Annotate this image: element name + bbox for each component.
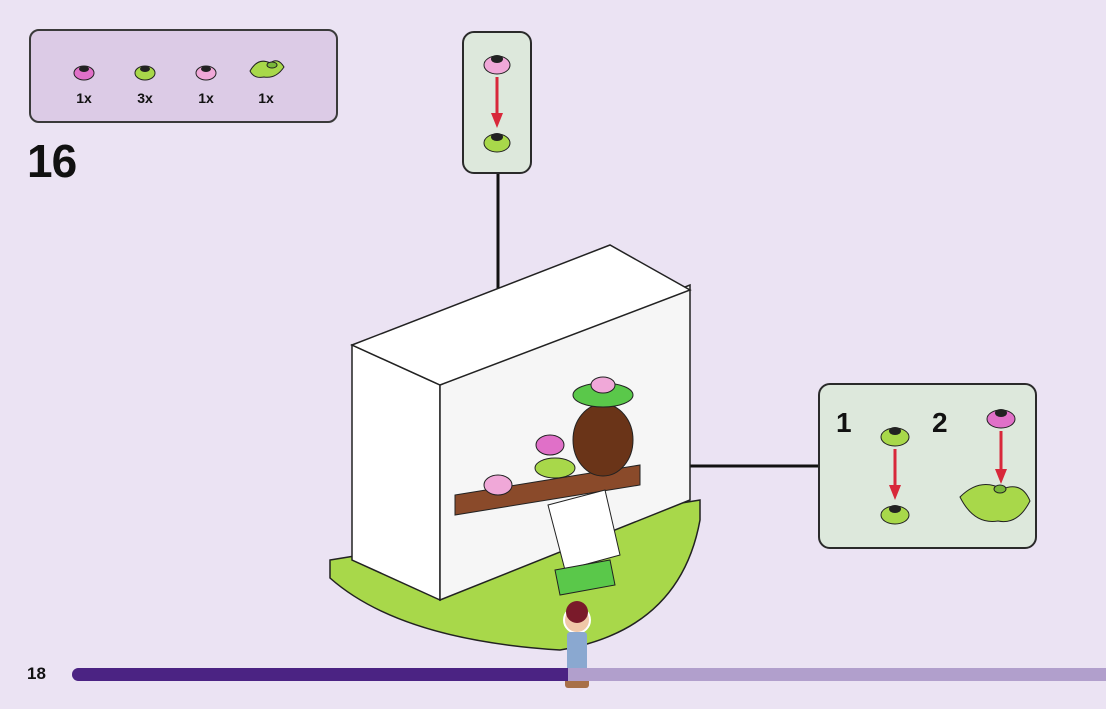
light-pink-flower-icon	[195, 65, 217, 81]
parts-list-box: 1x 3x 1x 1x	[29, 29, 338, 123]
callout-top	[462, 31, 532, 174]
part-qty: 1x	[76, 90, 92, 106]
sub-step-diagrams	[880, 409, 1031, 525]
flower-placed	[535, 434, 565, 456]
part-leaf-plant: 1x	[246, 53, 286, 106]
sub-step-label: 2	[932, 407, 948, 438]
part-qty: 3x	[137, 90, 153, 106]
lime-flower-icon	[134, 65, 156, 81]
page-number: 18	[27, 664, 46, 683]
sub-step-label: 1	[836, 407, 852, 438]
green-base-plate	[329, 499, 701, 651]
part-qty: 1x	[258, 90, 274, 106]
arrow-head-icon	[580, 458, 604, 474]
step-number: 16	[27, 135, 77, 187]
arrow-head-icon	[490, 450, 506, 468]
part-pink-flower: 1x	[64, 61, 104, 106]
sign-board	[547, 489, 621, 571]
leaf-plant-icon	[249, 60, 285, 78]
shelf	[454, 464, 641, 516]
wall-top	[350, 244, 692, 386]
part-light-pink-flower: 1x	[186, 61, 226, 106]
progress-bar-fill	[72, 668, 569, 681]
flower-stack-diagram	[483, 55, 511, 153]
pink-flower-icon	[73, 65, 95, 81]
back-wall	[439, 283, 691, 602]
pot	[572, 403, 634, 477]
left-wall	[351, 343, 441, 602]
plant-leaves	[572, 382, 634, 408]
part-lime-flower: 3x	[125, 61, 165, 106]
progress-bar	[72, 668, 1106, 681]
flower-placed	[483, 474, 513, 496]
minifigure	[563, 606, 591, 634]
callout-right: 1 2	[818, 383, 1037, 549]
part-qty: 1x	[198, 90, 214, 106]
